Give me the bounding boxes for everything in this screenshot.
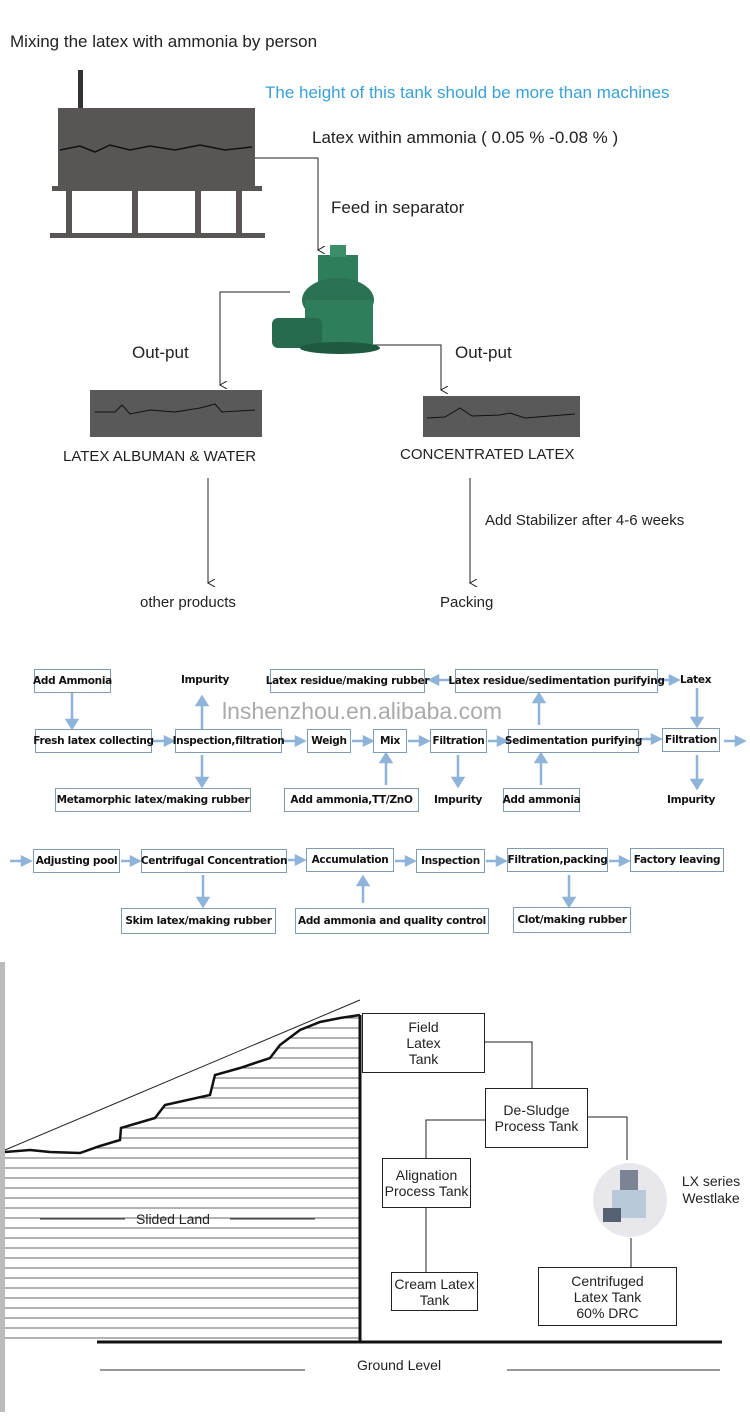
flow-box: Sedimentation purifying xyxy=(505,729,642,753)
desludge-tank: De-Sludge Process Tank xyxy=(485,1088,588,1148)
flow-box: Weigh xyxy=(307,729,351,753)
other-products-label: other products xyxy=(140,594,236,611)
packing-label: Packing xyxy=(440,594,494,611)
flow-box: Add Ammonia xyxy=(33,669,112,693)
stabilizer-label: Add Stabilizer after 4-6 weeks xyxy=(485,512,685,529)
output-left-label: Out-put xyxy=(132,343,189,362)
flow-box: Factory leaving xyxy=(630,848,724,872)
flow-box: Filtration xyxy=(662,728,720,752)
output-right-label: Out-put xyxy=(455,343,512,362)
separator-machine xyxy=(272,245,380,354)
flow-box: Clot/making rubber xyxy=(513,907,631,933)
centrifuged-latex-tank: Centrifuged Latex Tank 60% DRC xyxy=(538,1267,677,1326)
mixing-tank xyxy=(50,70,265,238)
centrifuge-image xyxy=(593,1163,667,1237)
title: Mixing the latex with ammonia by person xyxy=(10,32,318,51)
flow-box: Inspection xyxy=(416,849,485,873)
flow-label: Impurity xyxy=(667,794,716,806)
flow-label: Latex xyxy=(680,674,712,686)
flow-box: Metamorphic latex/making rubber xyxy=(55,788,251,812)
flow-box: Add ammonia xyxy=(503,788,581,812)
flow-label: Impurity xyxy=(181,674,230,686)
flow-box: Fresh latex collecting xyxy=(33,729,154,753)
flow-box: Centrifugal Concentration xyxy=(141,849,287,873)
watermark: lnshenzhou.en.alibaba.com xyxy=(222,698,503,724)
slope-line xyxy=(4,999,361,1151)
field-latex-tank: Field Latex Tank xyxy=(362,1013,485,1073)
concentrated-label: CONCENTRATED LATEX xyxy=(400,446,575,463)
flow-box: Filtration xyxy=(430,729,487,753)
feed-label: Feed in separator xyxy=(331,198,465,217)
flow-box: Adjusting pool xyxy=(33,849,120,873)
latex-ammonia-label: Latex within ammonia ( 0.05 % -0.08 % ) xyxy=(312,128,619,147)
flow-label: Impurity xyxy=(434,794,483,806)
flow-box: Add ammonia,TT/ZnO xyxy=(284,788,419,812)
flow-box: Inspection,filtration xyxy=(173,729,285,753)
land-hatch xyxy=(5,1017,360,1339)
concentrated-tank xyxy=(423,396,580,437)
land-surface xyxy=(4,1013,361,1155)
machine-label: LX series Westlake xyxy=(681,1173,741,1206)
flow-box: Add ammonia and quality control xyxy=(295,908,489,934)
alignation-tank: Alignation Process Tank xyxy=(382,1158,471,1208)
flow-box: Accumulation xyxy=(306,848,394,872)
flow-box: Latex residue/making rubber xyxy=(266,669,430,693)
flow-box: Latex residue/sedimentation purifying xyxy=(448,669,665,693)
ground-level-label: Ground Level xyxy=(357,1357,442,1373)
slided-land-label: Slided Land xyxy=(136,1211,210,1227)
flow-box: Filtration,packing xyxy=(507,848,608,872)
albumen-label: LATEX ALBUMAN & WATER xyxy=(63,448,257,465)
albumen-tank xyxy=(90,390,262,437)
flow-arrows xyxy=(10,673,747,909)
left-border xyxy=(0,962,5,1412)
flow-box: Skim latex/making rubber xyxy=(121,908,276,934)
flow-box: Mix xyxy=(373,729,407,753)
tank-height-note: The height of this tank should be more t… xyxy=(265,83,670,102)
cream-latex-tank: Cream Latex Tank xyxy=(391,1272,478,1311)
